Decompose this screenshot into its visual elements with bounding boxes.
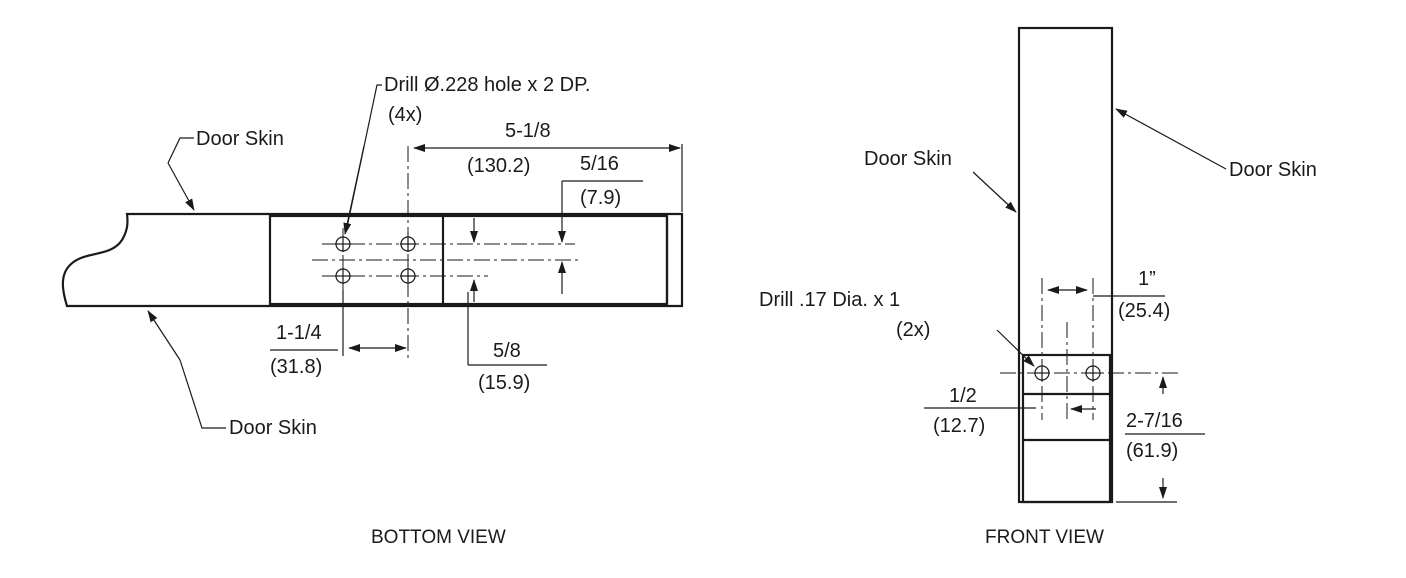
door-skin-top-label: Door Skin	[196, 128, 284, 150]
drill-note-label: Drill Ø.228 hole x 2 DP.	[384, 74, 590, 96]
drill-note-front-callout: Drill .17 Dia. x 1 (2x)	[759, 289, 1035, 367]
bottom-view-title: BOTTOM VIEW	[371, 527, 506, 548]
door-skin-bottom-label: Door Skin	[229, 417, 317, 439]
door-skin-right-callout: Door Skin	[1115, 108, 1317, 181]
offset-dimension: 5/16 (7.9)	[470, 153, 643, 294]
row-spacing-dimension: 5/8 (15.9)	[467, 279, 547, 394]
hole-spacing-in: 1-1/4	[276, 322, 322, 344]
hole-spacing-mm: (31.8)	[270, 356, 322, 378]
hole-spacing-front-dimension: 1” (25.4)	[1047, 268, 1170, 322]
edge-distance-in: 1/2	[949, 385, 977, 407]
edge-distance-dimension: 1/2 (12.7)	[924, 385, 1096, 437]
front-view-title: FRONT VIEW	[985, 527, 1104, 548]
drill-count-label: (4x)	[388, 104, 422, 126]
block-height-in: 2-7/16	[1126, 410, 1183, 432]
offset-in: 5/16	[580, 153, 619, 175]
door-skin-body	[1017, 26, 1114, 504]
center-lines-front	[1000, 278, 1180, 422]
center-lines	[312, 146, 578, 360]
edge-distance-mm: (12.7)	[933, 415, 985, 437]
drill-note-front-label: Drill .17 Dia. x 1	[759, 289, 900, 311]
door-skin-bottom-callout: Door Skin	[147, 310, 317, 439]
block-height-mm: (61.9)	[1126, 440, 1178, 462]
drill-note-callout: Drill Ø.228 hole x 2 DP. (4x)	[343, 74, 590, 235]
overall-length-in: 5-1/8	[505, 120, 551, 142]
overall-length-dimension: 5-1/8 (130.2)	[413, 120, 683, 212]
drill-count-front-label: (2x)	[896, 319, 930, 341]
door-skin-section	[61, 212, 684, 308]
row-spacing-mm: (15.9)	[478, 372, 530, 394]
hole-spacing-front-mm: (25.4)	[1118, 300, 1170, 322]
door-skin-top-callout: Door Skin	[167, 128, 284, 211]
hole-spacing-dimension: 1-1/4 (31.8)	[270, 290, 407, 378]
hole-spacing-front-in: 1”	[1138, 268, 1156, 290]
block-height-dimension: 2-7/16 (61.9)	[1116, 376, 1205, 503]
door-skin-right-label: Door Skin	[1229, 159, 1317, 181]
overall-length-mm: (130.2)	[467, 155, 530, 177]
door-skin-left-callout: Door Skin	[864, 148, 1017, 213]
bottom-view: Door Skin Door Skin Drill Ø.228 hole x 2…	[61, 74, 684, 548]
front-view: Door Skin Door Skin Drill .17 Dia. x 1 (…	[759, 26, 1317, 548]
offset-mm: (7.9)	[580, 187, 621, 209]
row-spacing-in: 5/8	[493, 340, 521, 362]
door-skin-left-label: Door Skin	[864, 148, 952, 170]
